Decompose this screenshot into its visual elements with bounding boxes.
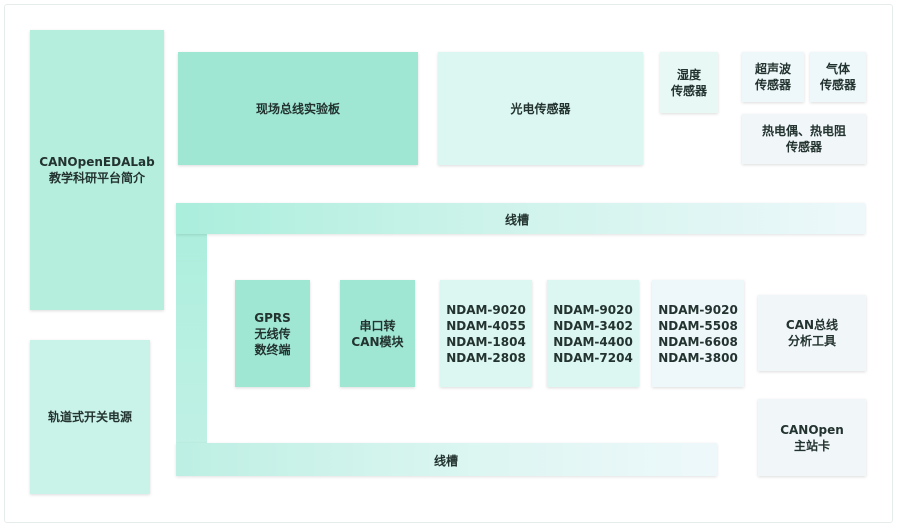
ndam-group-1-box: NDAM-9020 NDAM-4055 NDAM-1804 NDAM-2808	[440, 280, 532, 387]
rail-power-box: 轨道式开关电源	[30, 340, 150, 494]
ndam-group-2-box: NDAM-9020 NDAM-3402 NDAM-4400 NDAM-7204	[547, 280, 639, 387]
thermo-sensor-box: 热电偶、热电阻 传感器	[742, 114, 866, 164]
trough-bottom-segment	[176, 443, 717, 476]
photo-sensor-box: 光电传感器	[438, 52, 643, 165]
trough-bottom-label: 线槽	[434, 454, 459, 468]
humidity-sensor-box: 湿度 传感器	[660, 52, 718, 113]
platform-intro-box: CANOpenEDALab 教学科研平台简介	[30, 30, 164, 310]
trough-top-segment	[176, 203, 865, 234]
canopen-master-box: CANOpen 主站卡	[758, 399, 866, 476]
trough-left-segment	[176, 203, 207, 476]
fieldbus-board-box: 现场总线实验板	[178, 52, 418, 165]
gprs-terminal-box: GPRS 无线传 数终端	[235, 280, 310, 387]
ndam-group-3-box: NDAM-9020 NDAM-5508 NDAM-6608 NDAM-3800	[652, 280, 744, 387]
gas-sensor-box: 气体 传感器	[810, 52, 866, 102]
trough-top-label: 线槽	[505, 213, 530, 227]
can-analyzer-box: CAN总线 分析工具	[758, 295, 866, 371]
serial-can-module-box: 串口转 CAN模块	[340, 280, 415, 387]
ultrasonic-sensor-box: 超声波 传感器	[742, 52, 804, 102]
